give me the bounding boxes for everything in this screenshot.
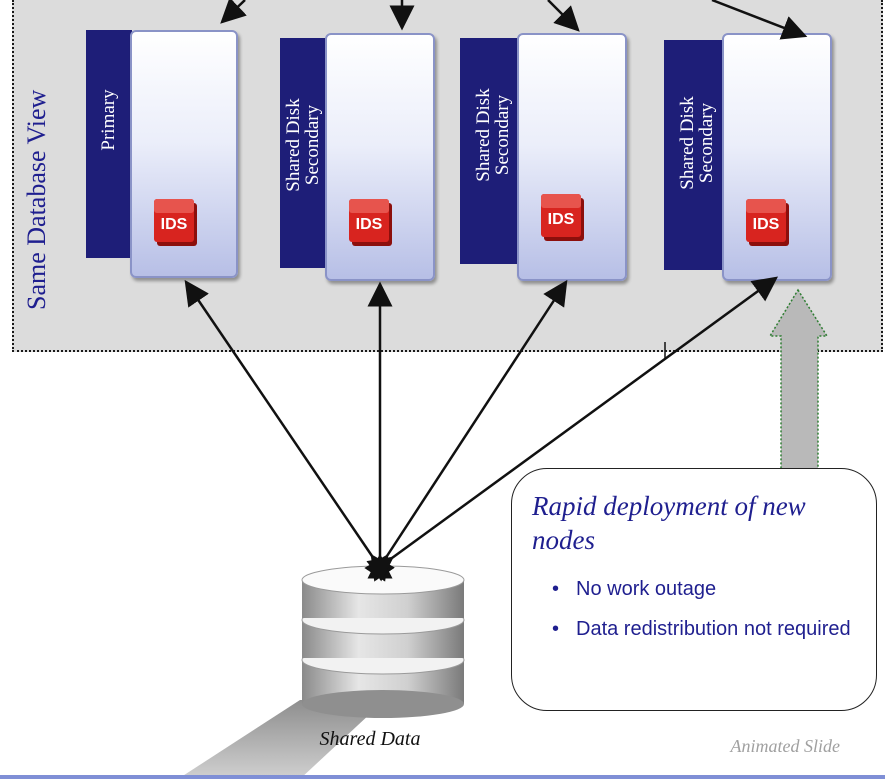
node-label-bar: [460, 38, 518, 264]
node-label-bar: [664, 40, 724, 270]
database-icon: [301, 565, 465, 718]
callout-box: Rapid deployment of new nodes •No work o…: [511, 468, 877, 711]
bullet-item: •Data redistribution not required: [552, 618, 851, 640]
callout-bullets: •No work outage •Data redistribution not…: [552, 577, 852, 657]
connector-primary: [184, 279, 395, 582]
bullet-icon: •: [552, 578, 560, 600]
incoming-arrow: [711, 0, 808, 40]
ids-badge-text: IDS: [161, 216, 188, 233]
ids-badge-text: IDS: [548, 211, 575, 228]
bullet-item: •No work outage: [552, 578, 717, 600]
node-label-bar: [280, 38, 326, 268]
database-label: Shared Data: [319, 728, 421, 750]
callout-title: Rapid deployment of new nodes: [532, 491, 806, 555]
ids-logo-icon: IDS: [746, 199, 789, 246]
ids-logo-icon: IDS: [154, 199, 197, 246]
bottom-rule: [0, 775, 885, 779]
ids-logo-icon: IDS: [349, 199, 392, 246]
ids-badge-text: IDS: [356, 216, 383, 233]
bullet-icon: •: [552, 618, 560, 640]
database-shadow: [178, 700, 385, 779]
node-label-bar: [86, 30, 132, 258]
add-node-up-arrow: [768, 288, 829, 483]
ids-logo-icon: IDS: [541, 194, 584, 241]
incoming-arrow: [220, 0, 247, 24]
incoming-arrow: [547, 0, 580, 32]
ids-badge-text: IDS: [753, 216, 780, 233]
connector-secondary-3: [366, 276, 779, 582]
animated-slide-note: Animated Slide: [730, 736, 840, 756]
